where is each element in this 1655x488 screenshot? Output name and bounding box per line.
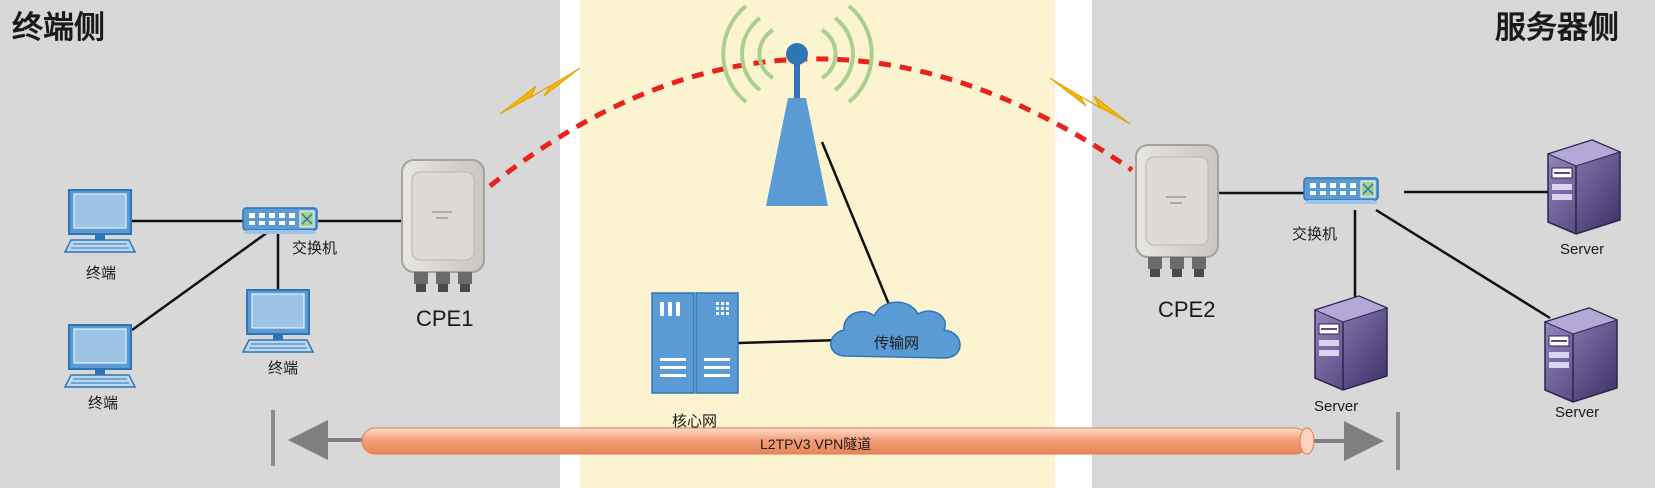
core-network-icon (651, 292, 739, 394)
terminal-label-3: 终端 (268, 359, 299, 377)
link-pc2-switch (131, 230, 269, 332)
vpn-tunnel (271, 410, 1400, 470)
right-switch-label: 交换机 (1292, 225, 1338, 243)
terminal-label-1: 终端 (86, 264, 117, 282)
server-2-icon (1314, 295, 1388, 391)
server-side-title: 服务器侧 (1495, 10, 1619, 46)
transport-network-cloud-icon (830, 301, 961, 359)
cpe1-device-icon (401, 159, 485, 293)
link-switch-server3 (1375, 208, 1551, 320)
terminal-pc-3-icon (242, 289, 314, 353)
core-network-label: 核心网 (672, 412, 718, 430)
server-label-1: Server (1560, 241, 1605, 258)
server-label-3: Server (1555, 404, 1600, 421)
cpe1-label: CPE1 (416, 306, 474, 331)
base-station-tower-icon (721, 4, 874, 206)
network-links (130, 141, 1551, 345)
terminal-side-title: 终端侧 (12, 10, 105, 46)
right-switch-icon (1303, 177, 1379, 205)
terminal-label-2: 终端 (88, 394, 119, 412)
server-label-2: Server (1314, 398, 1359, 415)
cpe2-device-icon (1135, 144, 1219, 278)
server-1-icon (1547, 139, 1621, 235)
left-switch-label: 交换机 (292, 239, 338, 257)
lightning-right-icon (1049, 77, 1131, 125)
link-core-transport (737, 338, 843, 345)
terminal-pc-2-icon (64, 324, 136, 388)
left-switch-icon (242, 207, 318, 235)
link-tower-transport (820, 141, 892, 308)
vpn-tunnel-label: L2TPV3 VPN隧道 (760, 436, 872, 452)
lightning-left-icon (499, 67, 581, 115)
transport-network-label: 传输网 (874, 334, 920, 352)
server-3-icon (1544, 307, 1618, 403)
terminal-pc-1-icon (64, 189, 136, 253)
cpe2-label: CPE2 (1158, 297, 1216, 322)
carrier-network-zone (580, 0, 1055, 488)
